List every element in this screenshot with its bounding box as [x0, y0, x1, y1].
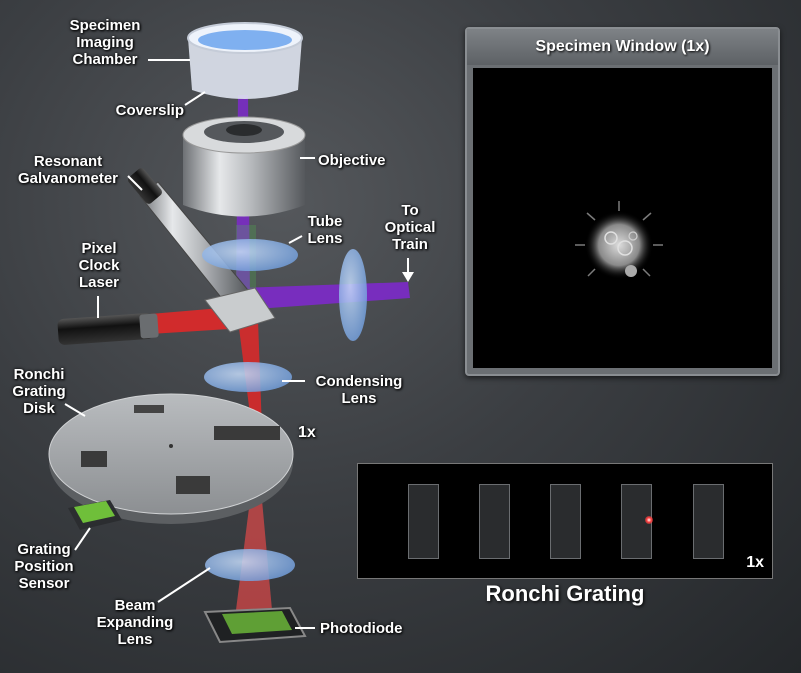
- label-pixel-clock-laser: Pixel Clock Laser: [78, 240, 120, 291]
- specimen-window-title: Specimen Window (1x): [467, 29, 778, 65]
- label-tube-lens: Tube Lens: [307, 213, 343, 247]
- grating-position-sensor: [68, 500, 122, 530]
- optical-train-lens: [339, 249, 367, 341]
- label-objective: Objective: [318, 152, 386, 169]
- optical-train-arrow: [402, 272, 414, 282]
- beam-expanding-lens: [205, 549, 295, 581]
- tube-lens: [202, 239, 298, 271]
- grating-slit: [408, 484, 439, 559]
- label-beam-expanding-lens: Beam Expanding Lens: [96, 597, 174, 648]
- objective: [182, 116, 306, 217]
- ronchi-grating-view: 1x: [357, 463, 773, 579]
- label-ronchi-disk: Ronchi Grating Disk: [12, 366, 66, 417]
- label-disk-mag: 1x: [298, 424, 316, 441]
- grating-slit: [693, 484, 724, 559]
- resonant-galvanometer: [128, 168, 276, 333]
- photodiode: [203, 606, 307, 644]
- pixel-clock-laser: [57, 313, 159, 345]
- specimen-window-screen: [473, 68, 772, 368]
- specimen-window: Specimen Window (1x): [465, 27, 780, 376]
- ronchi-grating-title: Ronchi Grating: [485, 581, 645, 606]
- condensing-lens: [204, 362, 292, 392]
- ronchi-disk: [48, 393, 294, 524]
- label-resonant-galvanometer: Resonant Galvanometer: [17, 153, 119, 187]
- ronchi-magnification: 1x: [746, 554, 764, 571]
- label-photodiode: Photodiode: [320, 620, 403, 637]
- label-grating-sensor: Grating Position Sensor: [14, 541, 74, 592]
- label-coverslip: Coverslip: [115, 102, 184, 119]
- laser-spot: [645, 516, 653, 524]
- label-condensing-lens: Condensing Lens: [315, 373, 403, 407]
- specimen-chamber: [187, 22, 303, 99]
- label-optical-train: To Optical Train: [384, 202, 436, 253]
- specimen-cell-image: [575, 201, 663, 279]
- label-specimen-chamber: Specimen Imaging Chamber: [69, 17, 141, 68]
- grating-slit: [550, 484, 581, 559]
- grating-slit: [479, 484, 510, 559]
